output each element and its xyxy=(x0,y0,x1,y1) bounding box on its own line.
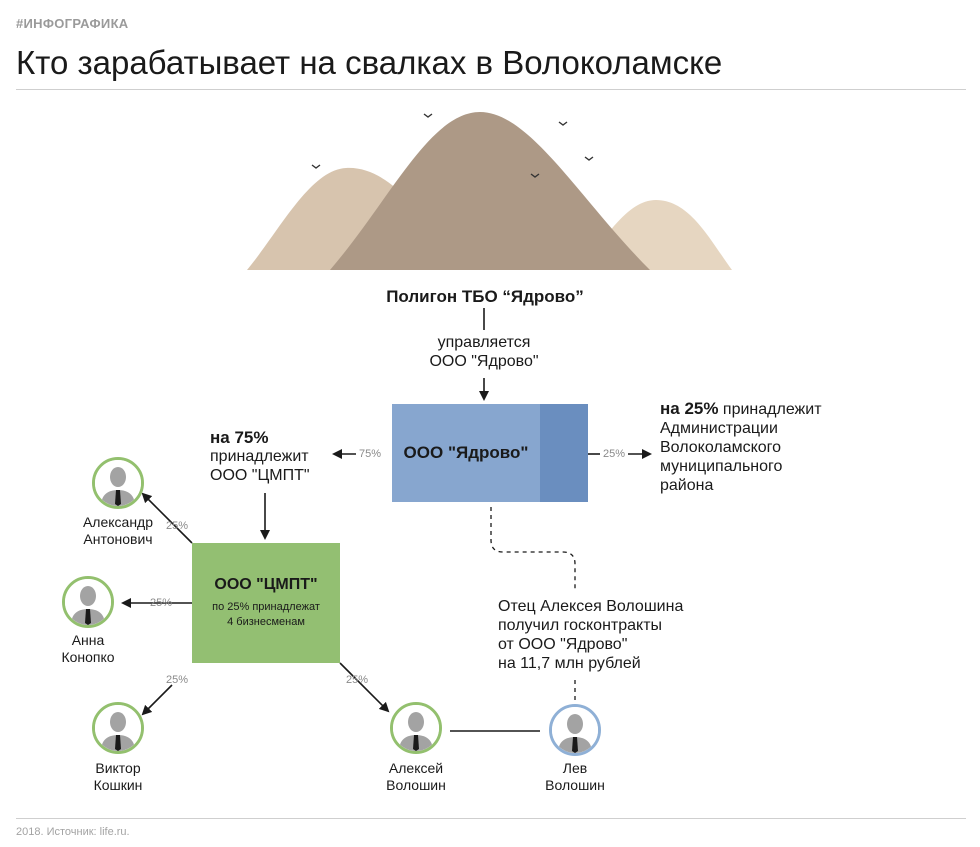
pct-voloshin-label: 25% xyxy=(346,674,369,686)
right-share-bold: на 25% xyxy=(660,399,719,418)
person-koshkin-avatar xyxy=(92,702,144,754)
person-aleksey-voloshin-avatar xyxy=(390,702,442,754)
person-lev-voloshin-name: Лев Волошин xyxy=(515,760,635,794)
person-first-name: Виктор xyxy=(95,760,141,776)
person-konopko-name: Анна Конопко xyxy=(28,632,148,666)
mountains-illustration xyxy=(247,112,732,270)
person-silhouette-icon xyxy=(65,579,111,625)
footer-divider xyxy=(16,818,966,819)
person-first-name: Анна xyxy=(71,632,105,648)
person-last-name: Кошкин xyxy=(93,777,143,793)
cmpt-company-box: ООО "ЦМПТ" по 25% принадлежат 4 бизнесме… xyxy=(192,543,340,663)
contracts-note-line2: получил госконтракты xyxy=(498,617,663,634)
person-last-name: Конопко xyxy=(61,649,115,665)
birds xyxy=(311,113,594,178)
pct-konopko-label: 25% xyxy=(150,597,173,609)
arrow-koshkin xyxy=(141,684,173,716)
dashed-link-contracts xyxy=(490,507,576,592)
right-share-line4: муниципального xyxy=(660,458,783,475)
cmpt-company-sub1: по 25% принадлежат xyxy=(212,601,320,613)
bird-5 xyxy=(530,173,540,178)
person-aleksey-voloshin-name: Алексей Волошин xyxy=(356,760,476,794)
person-silhouette-icon xyxy=(95,705,141,751)
person-antonovich-name: Александр Антонович xyxy=(58,514,178,548)
right-share-line1: на 25% принадлежит xyxy=(660,399,890,419)
category-tag: #ИНФОГРАФИКА xyxy=(16,16,129,31)
header-divider xyxy=(16,89,966,90)
bird-3 xyxy=(311,164,321,169)
pct-koshkin-label: 25% xyxy=(166,674,189,686)
right-share-line1-rest: принадлежит xyxy=(718,401,822,418)
footer-source: 2018. Источник: life.ru. xyxy=(16,826,130,838)
person-koshkin-name: Виктор Кошкин xyxy=(58,760,178,794)
person-silhouette-icon xyxy=(552,707,598,753)
contracts-note-line3: от ООО "Ядрово" xyxy=(498,636,628,653)
arrow-voloshin xyxy=(339,662,390,713)
right-share-line5: района xyxy=(660,477,714,494)
arrow-antonovich xyxy=(141,492,193,544)
pct-antonovich-label: 25% xyxy=(166,520,189,532)
pct-75-label: 75% xyxy=(359,448,382,460)
bird-4 xyxy=(584,156,594,161)
cmpt-company-sub2: 4 бизнесменам xyxy=(227,616,305,628)
person-last-name: Антонович xyxy=(83,531,153,547)
landfill-label: Полигон ТБО “Ядрово” xyxy=(386,287,584,306)
person-silhouette-icon xyxy=(393,705,439,751)
bird-1 xyxy=(423,113,433,118)
left-share-line3: ООО "ЦМПТ" xyxy=(210,467,310,484)
bird-2 xyxy=(558,121,568,126)
contracts-note-line1: Отец Алексея Волошина xyxy=(498,598,684,615)
managed-line1: управляется xyxy=(437,334,531,351)
contracts-note: Отец Алексея Волошина получил госконтрак… xyxy=(498,597,728,673)
person-last-name: Волошин xyxy=(386,777,446,793)
pct-25-admin-label: 25% xyxy=(603,448,626,460)
person-first-name: Александр xyxy=(82,514,154,530)
right-share-text: на 25% принадлежит Администрации Волокол… xyxy=(660,399,890,495)
person-lev-voloshin-avatar xyxy=(549,704,601,756)
person-antonovich-avatar xyxy=(92,457,144,509)
contracts-note-line4: на 11,7 млн рублей xyxy=(498,655,641,672)
page-title: Кто зарабатывает на свалках в Волоколамс… xyxy=(16,44,723,81)
yadrovo-company-box: ООО "Ядрово" xyxy=(392,404,588,502)
left-share-bold: на 75% xyxy=(210,428,269,447)
cmpt-company-label: ООО "ЦМПТ" xyxy=(214,576,318,593)
person-first-name: Лев xyxy=(562,760,588,776)
yadrovo-company-label: ООО "Ядрово" xyxy=(403,443,529,462)
mountain-center xyxy=(330,112,650,270)
left-share-text: на 75% принадлежит ООО "ЦМПТ" xyxy=(210,428,350,485)
right-share-line2: Администрации xyxy=(660,420,778,437)
person-last-name: Волошин xyxy=(545,777,605,793)
person-konopko-avatar xyxy=(62,576,114,628)
right-share-line3: Волоколамского xyxy=(660,439,782,456)
managed-by-text: управляется ООО "Ядрово" xyxy=(404,333,564,371)
managed-line2: ООО "Ядрово" xyxy=(429,353,539,370)
person-first-name: Алексей xyxy=(388,760,444,776)
person-silhouette-icon xyxy=(95,460,141,506)
left-share-line2: принадлежит xyxy=(210,448,309,465)
